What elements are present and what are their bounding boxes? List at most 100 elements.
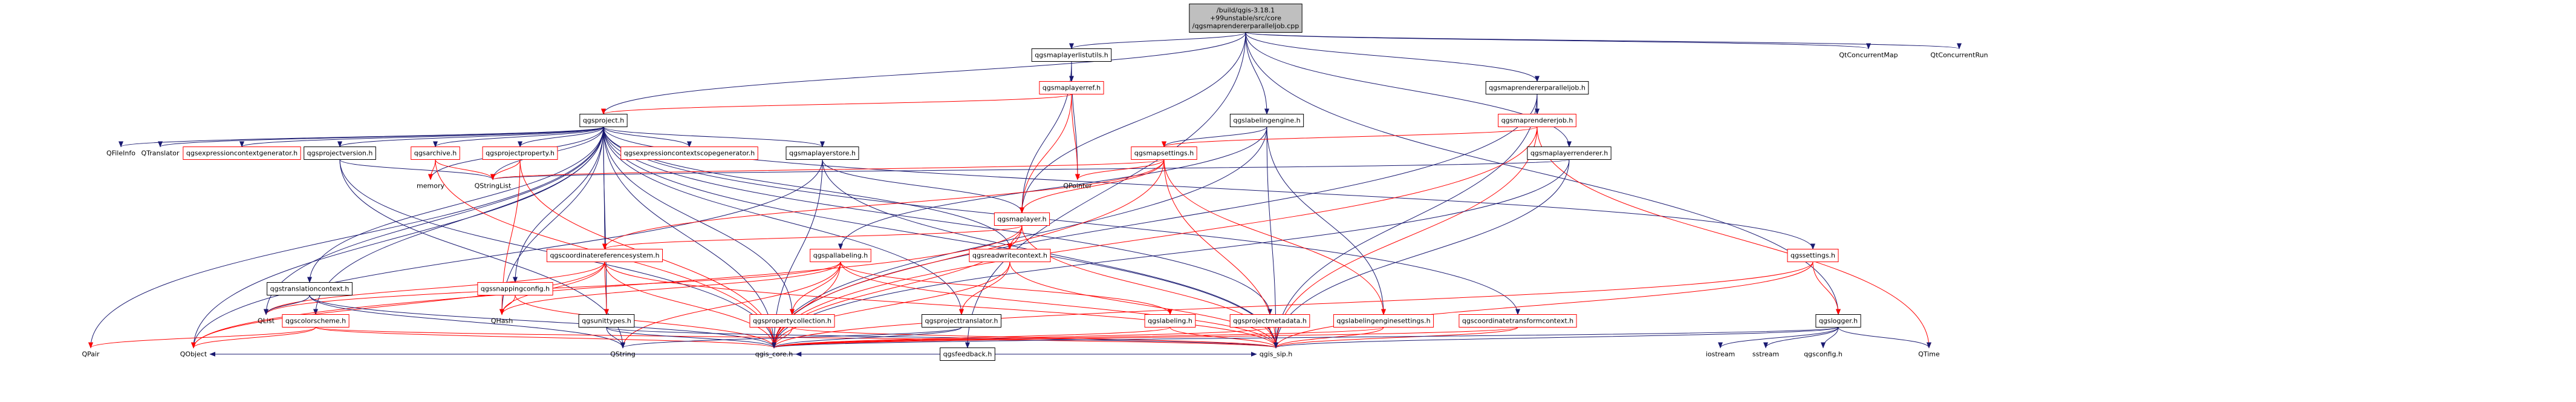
node-label: /qgsmaprendererparalleljob.cpp	[1192, 22, 1299, 30]
node-qgstranslationcontext[interactable]: qgstranslationcontext.h	[267, 282, 353, 295]
edge-qgsmaprendererparalleljob-h-to-qgis-sip	[1273, 94, 1538, 349]
edge-qgspallabeling-to-qgis-core	[772, 262, 841, 349]
edge-qgsproject-to-qgis-sip	[603, 127, 1278, 349]
edge-qgsmaplayerstore-to-qobject	[191, 159, 823, 349]
edge-qgsmaplayerrenderer-to-qgis-core	[772, 159, 1570, 349]
node-qgsmapsettings[interactable]: qgsmapsettings.h	[1131, 147, 1197, 160]
node-label: QHash	[491, 317, 513, 325]
node-qgscoordinatereferencesystem[interactable]: qgscoordinatereferencesystem.h	[546, 249, 663, 262]
node-qgsmaplayerstore[interactable]: qgsmaplayerstore.h	[785, 147, 859, 160]
edge-qgslogger-to-iostream	[1718, 327, 1839, 349]
node-qgsprojectversion[interactable]: qgsprojectversion.h	[304, 147, 376, 160]
node-box	[304, 147, 376, 160]
edge-qgsproject-to-qgsprojecttranslator	[603, 127, 964, 315]
edge-qgsmapsettings-to-qgscoordinatereferencesystem	[602, 159, 1165, 250]
node-root[interactable]: /build/qgis-3.18.1+99unstable/src/core/q…	[1189, 4, 1303, 33]
edge-qgsproject-to-qtranslator	[158, 127, 604, 148]
edge-qgsunittypes-to-qgis-sip	[606, 327, 1278, 349]
edge-qgscoordinatetransformcontext-to-qgis-sip	[1273, 327, 1518, 349]
node-qtranslator: QTranslator	[141, 150, 180, 157]
edge-qgsmaplayerstore-to-qgsmaplayer	[822, 159, 1024, 214]
edge-root-to-qgslabelingengine	[1245, 32, 1269, 115]
edge-qgspallabeling-to-qgis-sip	[840, 262, 1278, 349]
node-label: qgsexpressioncontextgenerator.h	[186, 150, 298, 157]
node-qpointer: QPointer	[1063, 182, 1092, 190]
edge-qgsmaprendererjob-to-qgis-sip	[1273, 127, 1538, 349]
node-label: QtConcurrentMap	[1839, 51, 1898, 59]
node-box	[267, 282, 353, 295]
node-label: qgsprojectproperty.h	[486, 150, 555, 157]
node-box	[785, 147, 859, 160]
edge-qgssettings-to-qgis-core	[772, 262, 1813, 349]
node-box	[1459, 314, 1577, 328]
node-qgsmaprendererjob[interactable]: qgsmaprendererjob.h	[1498, 114, 1576, 127]
node-box	[1189, 4, 1303, 33]
node-box	[477, 282, 553, 295]
node-qgslabelingenginesettings[interactable]: qgslabelingenginesettings.h	[1333, 314, 1434, 328]
edge-qgstranslationcontext-to-qlist	[264, 295, 310, 315]
node-qgsexpressioncontextscopegenerator[interactable]: qgsexpressioncontextscopegenerator.h	[620, 147, 758, 160]
node-label: memory	[417, 182, 444, 190]
node-label: qgsprojectmetadata.h	[1233, 317, 1307, 325]
node-box	[1498, 114, 1576, 127]
edge-qgsprojecttranslator-to-qstring	[620, 327, 962, 349]
node-qgsmaplayerlistutils[interactable]: qgsmaplayerlistutils.h	[1031, 48, 1112, 62]
edge-root-to-qtconcurrentrun	[1245, 32, 1962, 50]
node-label: QPair	[82, 351, 100, 358]
node-label: +99unstable/src/core	[1210, 15, 1281, 22]
edge-qgsmaplayerrenderer-to-qgis-sip	[1273, 159, 1570, 349]
node-label: qgspropertycollection.h	[753, 317, 831, 325]
edge-qgsproject-to-qgsmaplayerstore	[603, 127, 825, 148]
node-qgsmaprendererparalleljob-h[interactable]: qgsmaprendererparalleljob.h	[1485, 81, 1589, 94]
node-qgspropertycollection[interactable]: qgspropertycollection.h	[749, 314, 835, 328]
node-qgsarchive[interactable]: qgsarchive.h	[411, 147, 460, 160]
node-qgsprojecttranslator[interactable]: qgsprojecttranslator.h	[922, 314, 1001, 328]
edge-qgsmaplayerref-to-qpointer	[1071, 94, 1080, 180]
node-qgssnappingconfig[interactable]: qgssnappingconfig.h	[477, 282, 553, 295]
node-qgsmaplayer[interactable]: qgsmaplayer.h	[994, 213, 1050, 226]
edge-qgsreadwritecontext-to-qgis-core	[772, 262, 1010, 349]
node-sstream: sstream	[1752, 351, 1779, 358]
edge-qgstranslationcontext-to-qstring	[309, 295, 625, 349]
node-qgsprojectmetadata[interactable]: qgsprojectmetadata.h	[1229, 314, 1310, 328]
node-qgsprojectproperty[interactable]: qgsprojectproperty.h	[482, 147, 558, 160]
node-label: qgssnappingconfig.h	[481, 285, 550, 293]
node-qstring: QString	[610, 351, 636, 358]
node-label: qgsmaplayer.h	[997, 216, 1046, 223]
node-label: qgsarchive.h	[414, 150, 457, 157]
node-qgslabelingengine[interactable]: qgslabelingengine.h	[1229, 114, 1304, 127]
edge-qgsproject-to-qgsexpressioncontextgenerator	[239, 127, 604, 148]
edge-root-to-qgsmaplayerlistutils	[1069, 32, 1246, 50]
node-box	[1787, 249, 1839, 262]
edge-qgsproject-to-qgsreadwritecontext	[603, 127, 1012, 250]
node-qgscoordinatetransformcontext[interactable]: qgscoordinatetransformcontext.h	[1459, 314, 1577, 328]
node-box	[579, 114, 628, 127]
edge-qgsmaprendererjob-to-qgsmapsettings	[1162, 127, 1538, 148]
node-qgsmaplayerrenderer[interactable]: qgsmaplayerrenderer.h	[1527, 147, 1612, 160]
node-label: qgstranslationcontext.h	[270, 285, 350, 293]
node-qgsexpressioncontextgenerator[interactable]: qgsexpressioncontextgenerator.h	[183, 147, 301, 160]
node-qhash: QHash	[491, 317, 513, 325]
node-qgscolorscheme[interactable]: qgscolorscheme.h	[282, 314, 350, 328]
node-qgsreadwritecontext[interactable]: qgsreadwritecontext.h	[969, 249, 1051, 262]
node-qgsmaplayerref[interactable]: qgsmaplayerref.h	[1039, 81, 1104, 94]
edge-root-to-qgsmaprendererparalleljob-h	[1245, 32, 1540, 82]
node-qgsunittypes[interactable]: qgsunittypes.h	[578, 314, 635, 328]
edge-root-to-qtconcurrentmap	[1245, 32, 1871, 50]
node-label: sstream	[1752, 351, 1779, 358]
edge-qgsproject-to-qgsexpressioncontextscopegenerator	[603, 127, 692, 148]
node-box	[1815, 314, 1861, 328]
edge-qgsproject-to-qgis-core	[603, 127, 776, 349]
node-qgssettings[interactable]: qgssettings.h	[1787, 249, 1839, 262]
node-qgslogger[interactable]: qgslogger.h	[1815, 314, 1861, 328]
node-qgsfeedback[interactable]: qgsfeedback.h	[940, 348, 995, 361]
node-label: qgsprojecttranslator.h	[925, 317, 998, 325]
edge-qgsmaplayerref-to-qgsmaplayer	[1020, 94, 1072, 214]
edge-qgsproject-to-qlist	[264, 127, 604, 315]
node-qgslabeling[interactable]: qgslabeling.h	[1144, 314, 1196, 328]
node-qgspallabeling[interactable]: qgspallabeling.h	[810, 249, 871, 262]
node-label: qgis_core.h	[755, 351, 793, 358]
edge-qgsmaprendererjob-to-qtime	[1537, 127, 1931, 349]
edge-qgsmapsettings-to-qgis-sip	[1163, 159, 1278, 349]
node-qgsproject[interactable]: qgsproject.h	[579, 114, 628, 127]
